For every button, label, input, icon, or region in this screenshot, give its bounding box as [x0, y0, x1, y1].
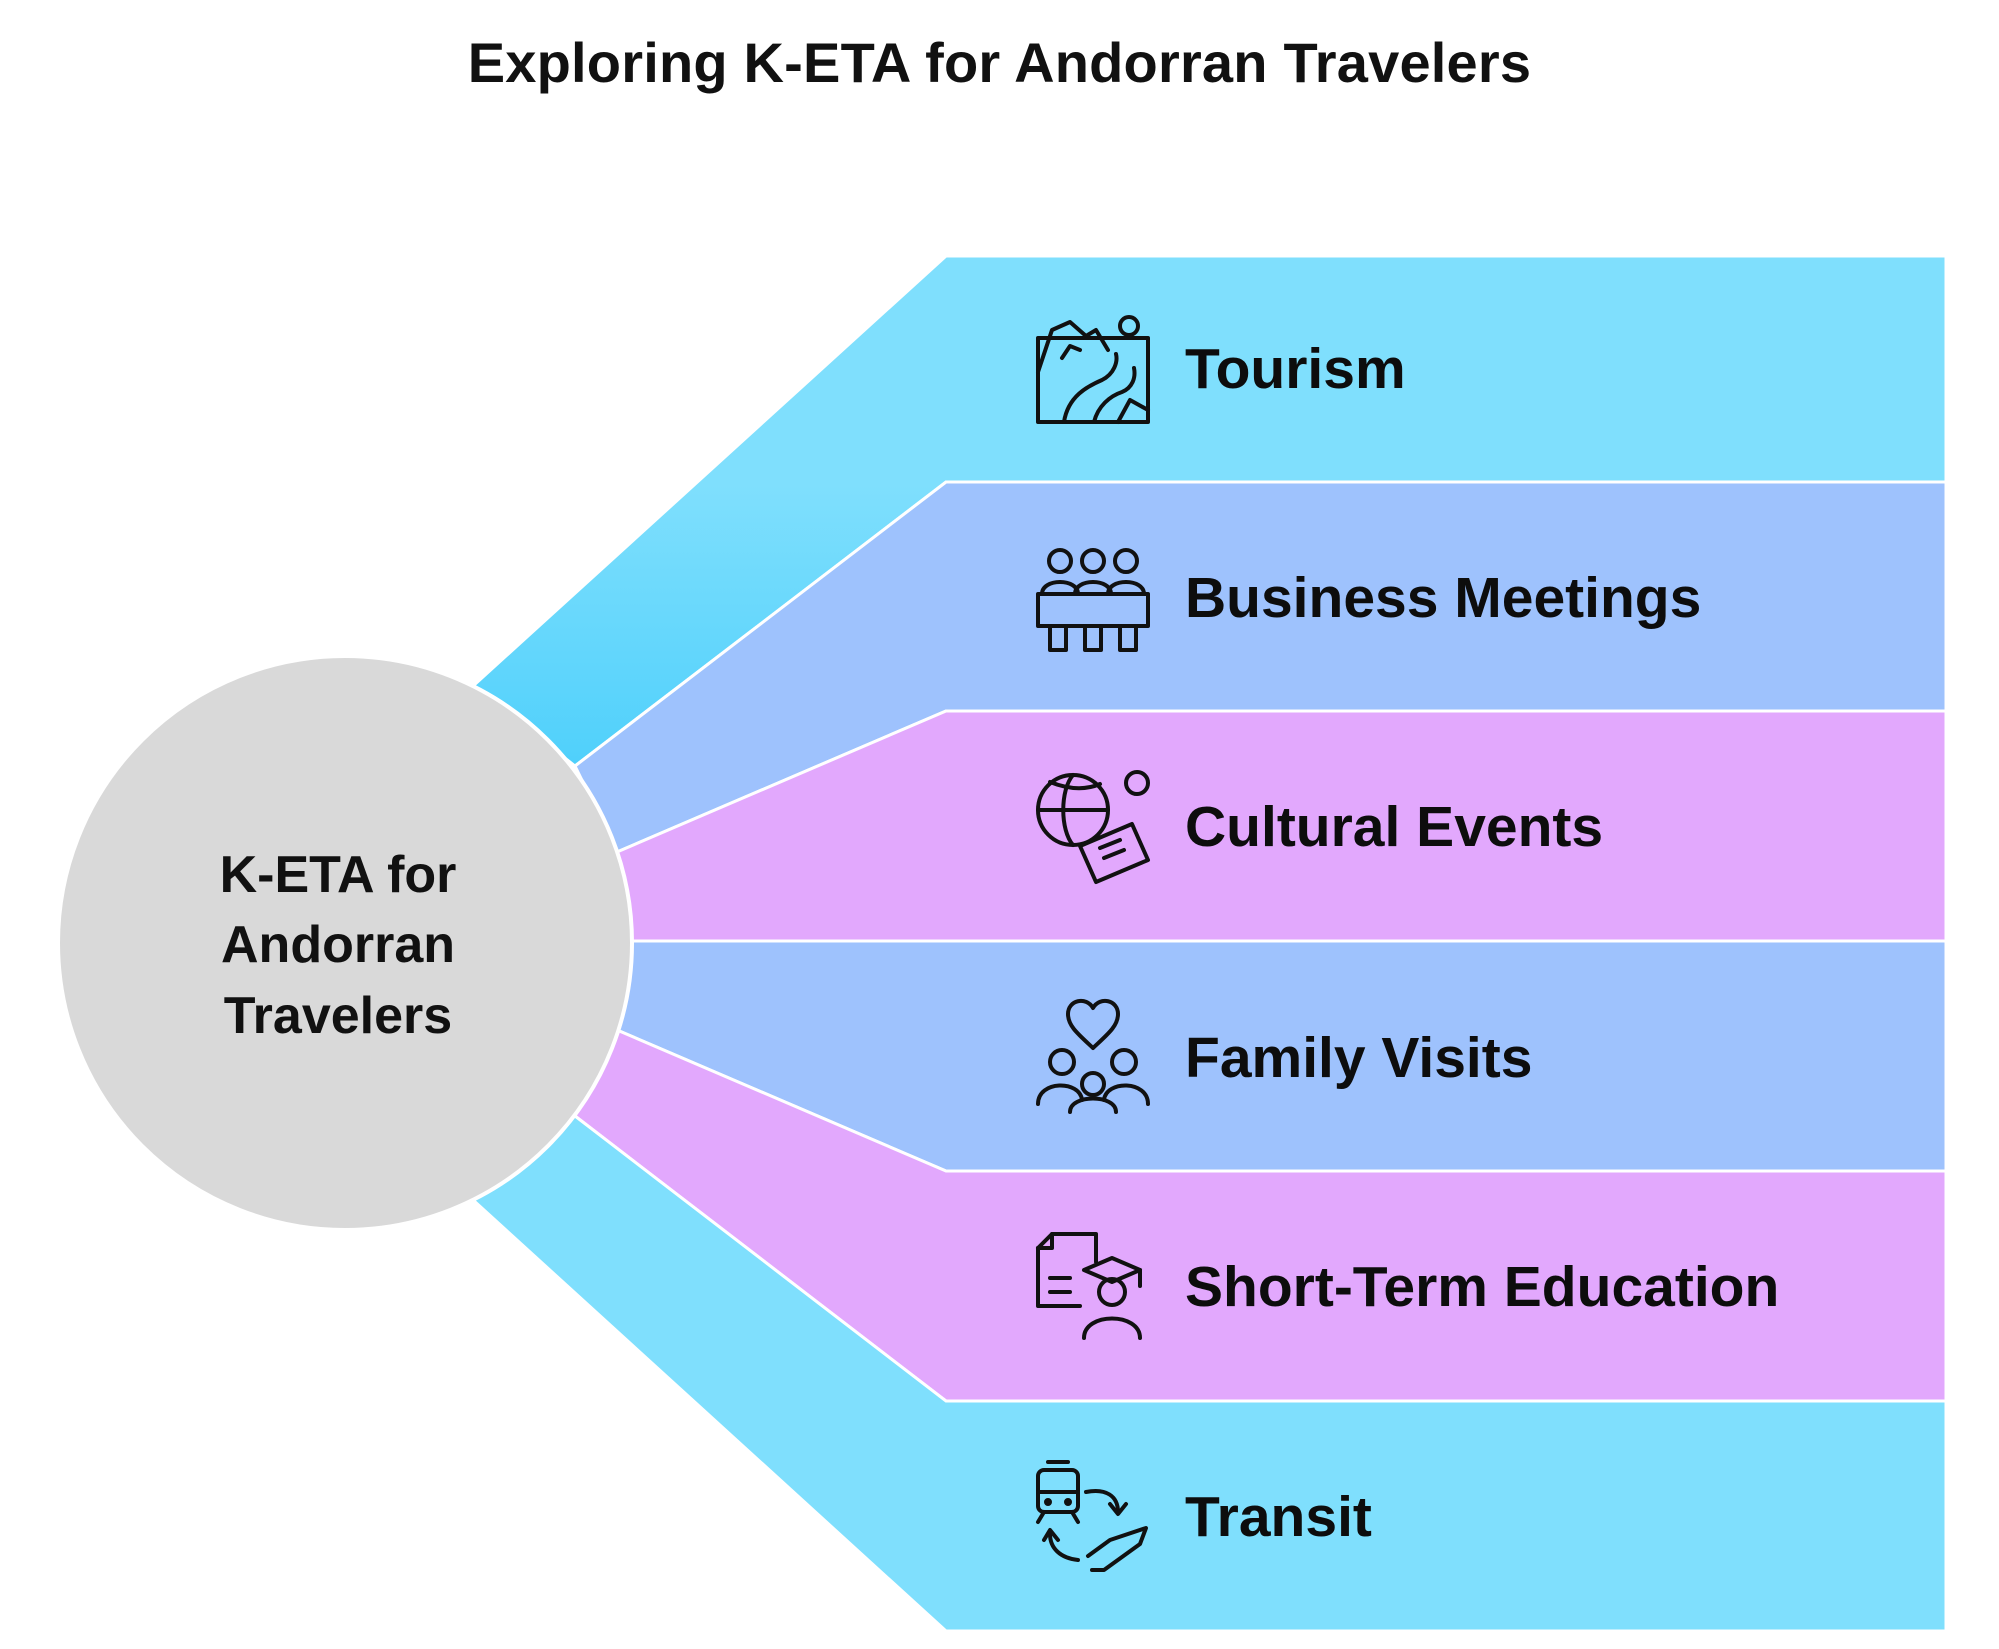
branch-label-cultural-events: Cultural Events	[1185, 795, 1603, 859]
ball-ticket-icon	[1036, 770, 1150, 884]
hub-line-2: Andorran	[221, 916, 455, 974]
page-title: Exploring K-ETA for Andorran Travelers	[467, 31, 1532, 94]
branch-label-short-term-education: Short-Term Education	[1185, 1255, 1779, 1319]
branch-label-transit: Transit	[1185, 1485, 1372, 1549]
branch-label-business-meetings: Business Meetings	[1185, 566, 1701, 630]
graduate-document-icon	[1036, 1232, 1142, 1340]
hub-line-1: K-ETA for	[220, 846, 457, 904]
branch-label-tourism: Tourism	[1185, 337, 1406, 401]
meeting-people-icon	[1036, 548, 1150, 652]
hub-circle	[56, 654, 634, 1232]
family-heart-icon	[1036, 998, 1150, 1114]
landscape-icon	[1036, 315, 1150, 424]
train-transfer-icon	[1036, 1460, 1148, 1572]
hub-line-3: Travelers	[224, 987, 452, 1045]
branch-label-family-visits: Family Visits	[1185, 1026, 1532, 1090]
